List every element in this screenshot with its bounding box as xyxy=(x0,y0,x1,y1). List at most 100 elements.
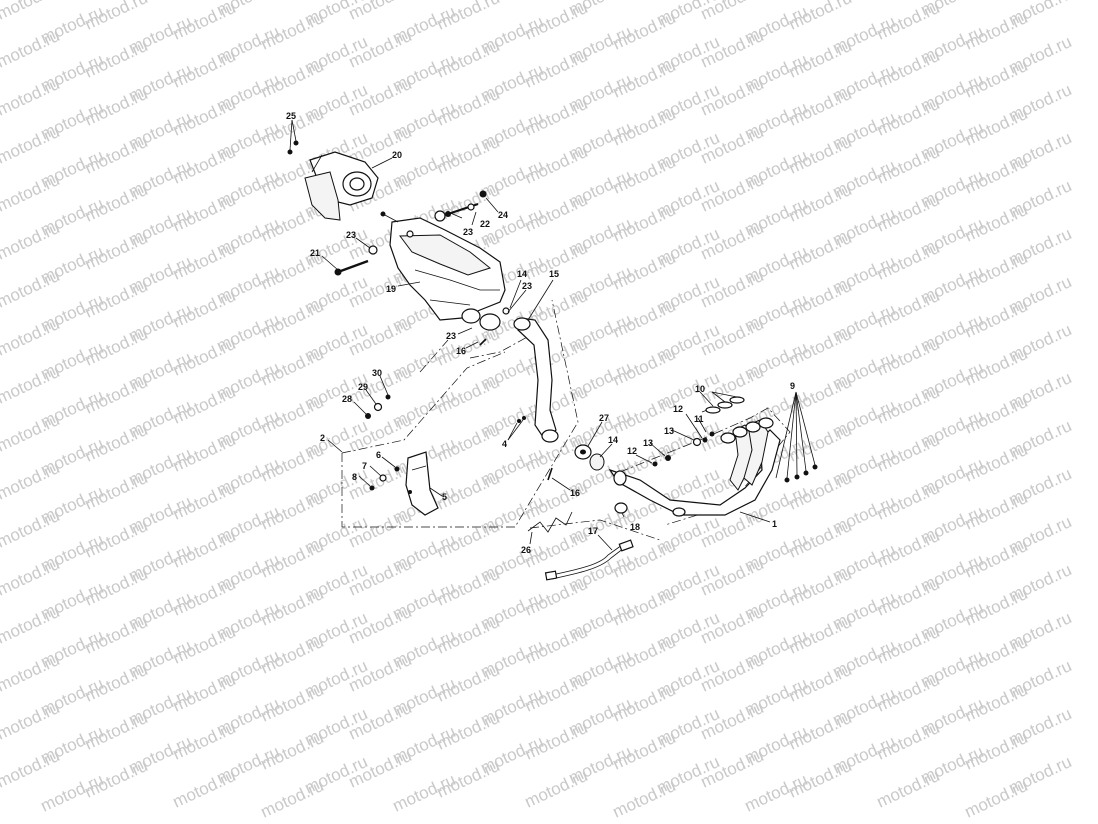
callout-23-mid: 23 xyxy=(522,281,532,291)
watermark-text: motod.ru xyxy=(0,458,62,504)
callout-2: 2 xyxy=(320,433,325,443)
callout-19: 19 xyxy=(386,284,396,294)
header-clamps xyxy=(652,431,715,467)
header-nuts xyxy=(784,464,818,483)
gasket-ring xyxy=(574,444,605,471)
watermark-text: motod.ru xyxy=(962,776,1031,822)
callout-5: 5 xyxy=(442,492,447,502)
connecting-pipe xyxy=(502,307,559,443)
callout-23-top: 23 xyxy=(463,227,473,237)
watermark-text: motod.ru xyxy=(698,122,767,168)
watermark-text: motod.ru xyxy=(698,602,767,648)
watermark-text: motod.ru xyxy=(0,26,62,72)
callout-15: 15 xyxy=(549,269,559,279)
watermark-text: motod.ru xyxy=(0,554,62,600)
callout-13-bottom: 13 xyxy=(643,438,653,448)
callout-6: 6 xyxy=(376,450,381,460)
watermark-text: motod.ru xyxy=(610,776,679,822)
callout-13-top: 13 xyxy=(664,426,674,436)
watermark-text: motod.ru xyxy=(346,410,415,456)
callout-7: 7 xyxy=(362,461,367,471)
watermark-text: motod.ru xyxy=(346,602,415,648)
callout-10: 10 xyxy=(695,384,705,394)
watermark-text: motod.ru xyxy=(698,266,767,312)
callout-30: 30 xyxy=(372,368,382,378)
watermark-text: motod.ru xyxy=(0,602,62,648)
watermark-text: motod.ru xyxy=(0,0,62,24)
callout-12-bottom: 12 xyxy=(627,446,637,456)
watermark-text: motod.ru xyxy=(698,74,767,120)
watermark-text: motod.ru xyxy=(698,650,767,696)
watermark-text: motod.ru xyxy=(170,766,239,812)
callout-labels: 25 20 24 22 23 23 21 19 14 15 23 23 16 3… xyxy=(286,111,795,555)
watermark-text: motod.ru xyxy=(0,746,62,792)
callout-27: 27 xyxy=(599,413,609,423)
callout-24: 24 xyxy=(498,210,508,220)
watermark-text: motod.ru xyxy=(258,776,327,822)
rubber-damper xyxy=(614,502,628,514)
exhaust-header xyxy=(608,417,781,517)
watermark-text: motod.ru xyxy=(0,410,62,456)
watermark-text: motod.ru xyxy=(346,650,415,696)
callout-16-bottom: 16 xyxy=(570,488,580,498)
watermark-text: motod.ru xyxy=(0,122,62,168)
watermark-text: motod.ru xyxy=(0,266,62,312)
bracket-fasteners xyxy=(365,394,391,419)
watermark-text: motod.ru xyxy=(346,698,415,744)
watermark-text: motod.ru xyxy=(346,314,415,360)
callout-18: 18 xyxy=(630,522,640,532)
screw-pair xyxy=(287,119,299,155)
long-bolt xyxy=(334,245,378,276)
watermark-text: motod.ru xyxy=(698,170,767,216)
watermark-text: motod.ru xyxy=(0,650,62,696)
callout-16-top: 16 xyxy=(456,346,466,356)
watermark-text: motod.ru xyxy=(698,0,767,24)
watermark-text: motod.ru xyxy=(0,74,62,120)
watermark-text: motod.ru xyxy=(0,314,62,360)
watermark-text: motod.ru xyxy=(0,218,62,264)
small-bolts xyxy=(479,338,553,481)
callout-20: 20 xyxy=(392,150,402,160)
callout-4: 4 xyxy=(502,439,507,449)
callout-12-top: 12 xyxy=(673,404,683,414)
watermark-text: motod.ru xyxy=(698,554,767,600)
watermark-text: motod.ru xyxy=(698,314,767,360)
callout-21: 21 xyxy=(310,248,320,258)
watermark-text: motod.ru xyxy=(346,506,415,552)
watermark-text: motod.ru xyxy=(0,170,62,216)
callout-28: 28 xyxy=(342,394,352,404)
watermark-text: motod.ru xyxy=(346,554,415,600)
callout-14-bottom: 14 xyxy=(608,435,618,445)
callout-17: 17 xyxy=(588,526,598,536)
callout-23-bottom: 23 xyxy=(446,331,456,341)
heat-guard xyxy=(405,451,439,516)
callout-26: 26 xyxy=(521,545,531,555)
watermark-text: motod.ru xyxy=(346,74,415,120)
callout-8: 8 xyxy=(352,472,357,482)
oxygen-sensor xyxy=(544,539,634,581)
end-cap-shield xyxy=(304,151,379,221)
callout-22: 22 xyxy=(480,219,490,229)
watermark-text: motod.ru xyxy=(0,698,62,744)
watermark-text: motod.ru xyxy=(0,362,62,408)
watermark-text: motod.ru xyxy=(698,746,767,792)
callout-11: 11 xyxy=(694,414,704,424)
watermark-text: motod.ru xyxy=(698,26,767,72)
muffler-body xyxy=(380,210,506,331)
watermark-text: motod.ru xyxy=(874,766,943,812)
callout-1: 1 xyxy=(772,519,777,529)
guard-fasteners xyxy=(369,466,400,491)
header-gaskets xyxy=(705,396,745,414)
watermark-text: motod.ru xyxy=(346,26,415,72)
watermark-text: motod.ru xyxy=(346,746,415,792)
watermark-text: motod.ru xyxy=(698,218,767,264)
callout-25: 25 xyxy=(286,111,296,121)
wire-clip xyxy=(527,511,573,533)
mount-bolt xyxy=(445,190,487,217)
watermark-text: motod.ru xyxy=(698,698,767,744)
watermark-text: motod.ru xyxy=(522,766,591,812)
leader-lines xyxy=(321,157,816,551)
callout-9: 9 xyxy=(790,381,795,391)
watermark-text: motod.ru xyxy=(0,506,62,552)
